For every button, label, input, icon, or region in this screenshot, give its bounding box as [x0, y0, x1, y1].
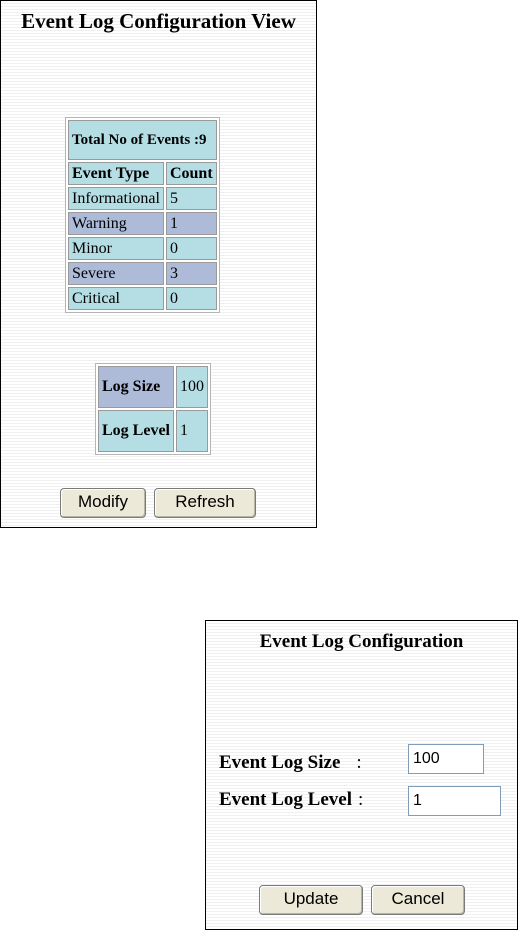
count-cell: 0	[166, 287, 217, 310]
size-label-text: Event Log Size	[219, 752, 340, 773]
event-type-cell: Critical	[68, 287, 164, 310]
event-log-level-input[interactable]: 1	[408, 786, 501, 816]
event-log-config-panel: Event Log Configuration	[205, 620, 518, 930]
table-row: Severe 3	[68, 262, 217, 285]
count-cell: 1	[166, 212, 217, 235]
events-table: Total No of Events :9 Event Type Count I…	[65, 117, 220, 313]
event-type-header: Event Type	[68, 162, 164, 185]
table-row: Informational 5	[68, 187, 217, 210]
header-row: Event Type Count	[68, 162, 217, 185]
log-size-value: 100	[176, 366, 208, 408]
event-type-cell: Minor	[68, 237, 164, 260]
event-log-size-label: Event Log Size:	[219, 752, 362, 774]
level-colon: :	[358, 789, 363, 810]
total-events-cell: Total No of Events :9	[68, 120, 217, 160]
table-row: Warning 1	[68, 212, 217, 235]
modify-button[interactable]: Modify	[60, 488, 146, 518]
log-level-label: Log Level	[98, 410, 174, 452]
count-cell: 3	[166, 262, 217, 285]
level-label-text: Event Log Level	[219, 789, 352, 810]
log-size-row: Log Size 100	[98, 366, 208, 408]
log-settings-table: Log Size 100 Log Level 1	[95, 363, 211, 455]
cancel-button[interactable]: Cancel	[371, 885, 465, 915]
event-log-size-input[interactable]: 100	[408, 744, 484, 774]
total-row: Total No of Events :9	[68, 120, 217, 160]
refresh-button[interactable]: Refresh	[154, 488, 256, 518]
event-log-view-panel: Event Log Configuration View Total No of…	[0, 0, 317, 528]
config-panel-title: Event Log Configuration	[206, 631, 517, 653]
view-panel-title: Event Log Configuration View	[1, 9, 316, 34]
count-cell: 0	[166, 237, 217, 260]
event-type-cell: Warning	[68, 212, 164, 235]
count-cell: 5	[166, 187, 217, 210]
event-log-level-label: Event Log Level:	[219, 789, 363, 811]
count-header: Count	[166, 162, 217, 185]
log-level-row: Log Level 1	[98, 410, 208, 452]
size-colon: :	[356, 752, 361, 773]
table-row: Minor 0	[68, 237, 217, 260]
event-type-cell: Informational	[68, 187, 164, 210]
log-level-value: 1	[176, 410, 208, 452]
table-row: Critical 0	[68, 287, 217, 310]
update-button[interactable]: Update	[259, 885, 363, 915]
event-type-cell: Severe	[68, 262, 164, 285]
log-size-label: Log Size	[98, 366, 174, 408]
